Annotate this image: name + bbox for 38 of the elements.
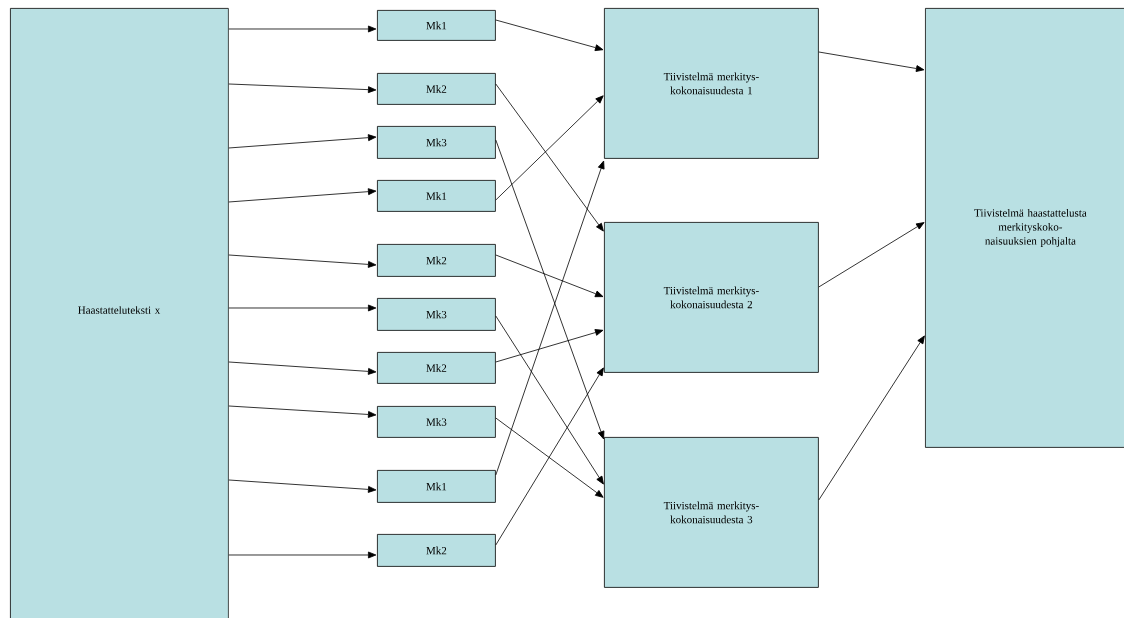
summary-box: Tiivistelmä haastattelusta merkityskoko- naisuuksien pohjalta	[925, 8, 1124, 448]
arrow	[228, 134, 377, 149]
arrow	[495, 417, 604, 498]
code-box: Mk3	[377, 298, 496, 331]
arrow	[818, 51, 925, 72]
arrow	[228, 83, 377, 94]
arrow	[228, 479, 377, 493]
arrow	[495, 329, 604, 363]
interview-box: Haastatteluteksti x	[10, 8, 229, 618]
summary-box: Tiivistelmä merkitys- kokonaisuudesta 1	[604, 8, 819, 159]
arrow	[495, 160, 605, 476]
arrow	[495, 95, 604, 201]
code-box: Mk2	[377, 244, 496, 277]
arrow	[228, 405, 377, 418]
summary-box: Tiivistelmä merkitys- kokonaisuudesta 2	[604, 222, 819, 373]
code-box: Mk3	[377, 406, 496, 438]
code-box: Mk2	[377, 534, 496, 567]
arrow	[495, 83, 604, 232]
code-box: Mk2	[377, 352, 496, 384]
arrow	[228, 25, 377, 33]
arrow	[228, 551, 377, 559]
arrow	[818, 335, 925, 501]
arrow	[495, 19, 604, 51]
arrow	[495, 254, 604, 298]
arrow	[228, 361, 377, 375]
code-box: Mk1	[377, 470, 496, 503]
arrow	[228, 254, 377, 268]
arrow	[495, 367, 604, 546]
arrow	[495, 315, 604, 485]
arrow	[228, 188, 377, 203]
code-box: Mk3	[377, 126, 496, 159]
code-box: Mk1	[377, 10, 496, 41]
arrow	[228, 304, 377, 312]
code-box: Mk1	[377, 180, 496, 212]
arrow	[818, 222, 925, 288]
arrow	[495, 139, 605, 440]
summary-box: Tiivistelmä merkitys- kokonaisuudesta 3	[604, 437, 819, 588]
code-box: Mk2	[377, 73, 496, 105]
